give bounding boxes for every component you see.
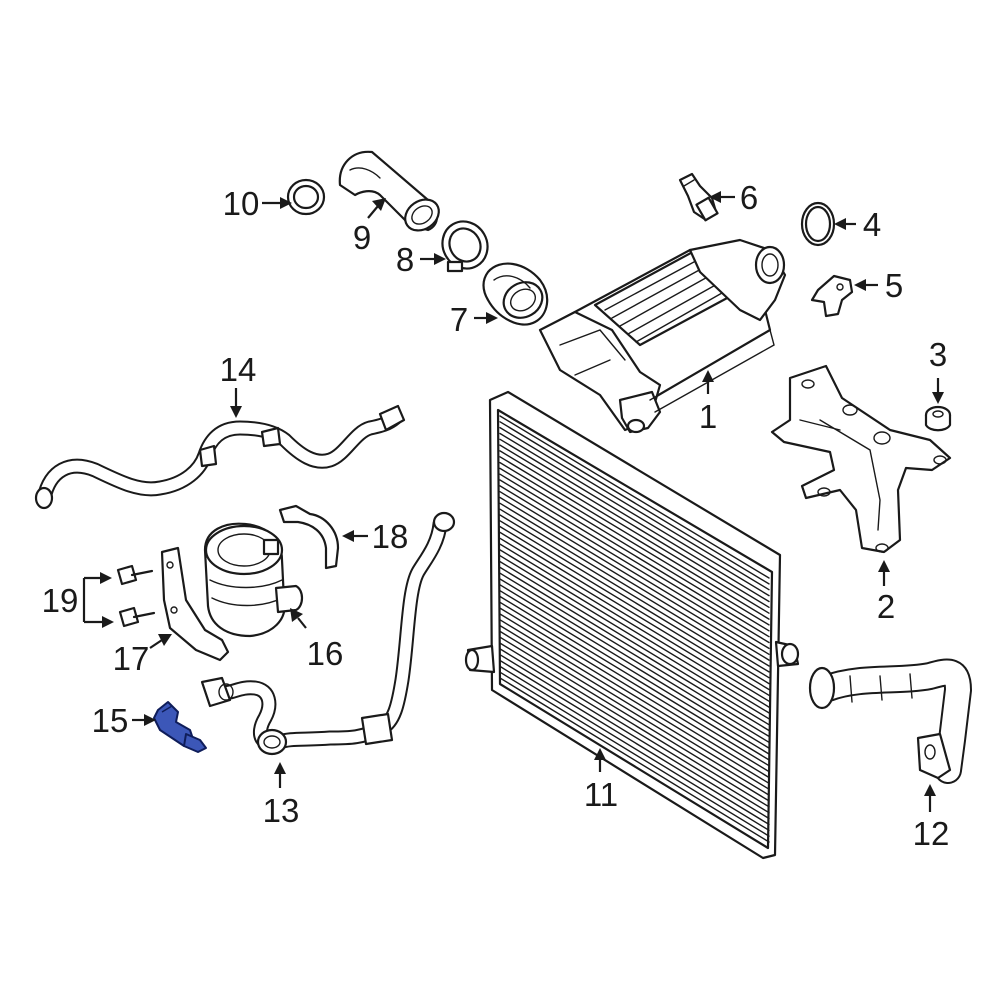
radiator-fin xyxy=(499,630,770,796)
radiator-fin xyxy=(499,525,770,691)
radiator-fin xyxy=(499,665,770,831)
radiator-fin xyxy=(499,566,770,732)
radiator-fin xyxy=(499,648,770,814)
part-16-water-pump[interactable] xyxy=(203,522,304,638)
callout-16: 16 xyxy=(307,635,344,672)
radiator-fin xyxy=(499,624,770,790)
radiator-fin xyxy=(499,514,770,679)
radiator-fin xyxy=(499,508,770,673)
radiator-fin xyxy=(499,502,770,667)
radiator-fin xyxy=(499,531,770,696)
part-4-o-ring[interactable] xyxy=(800,201,836,247)
part-5-sensor-bracket[interactable] xyxy=(810,274,854,318)
radiator-fin xyxy=(499,496,770,661)
radiator-fin xyxy=(499,555,770,720)
callout-2: 2 xyxy=(877,588,895,625)
callout-14: 14 xyxy=(220,351,257,388)
radiator-fin xyxy=(499,613,770,779)
part-9-intake-pipe[interactable] xyxy=(338,150,445,237)
radiator-fin xyxy=(499,450,770,614)
radiator-fin xyxy=(499,520,770,685)
callout-3: 3 xyxy=(929,336,947,373)
part-6-sensor[interactable] xyxy=(678,172,719,222)
radiator-fin xyxy=(499,636,770,802)
callout-13: 13 xyxy=(263,792,300,829)
callout-9: 9 xyxy=(353,219,371,256)
callout-11: 11 xyxy=(584,776,618,813)
part-1-intercooler[interactable] xyxy=(538,238,787,434)
radiator-fin xyxy=(499,491,770,655)
callout-5: 5 xyxy=(885,267,903,304)
callout-labels: 1 2 3 4 5 6 7 8 9 10 11 12 13 14 15 16 1… xyxy=(42,179,950,852)
radiator-fin xyxy=(499,578,770,743)
radiator-fin xyxy=(499,415,770,579)
part-13-coolant-hose[interactable] xyxy=(200,511,456,756)
radiator-fin xyxy=(499,438,770,603)
radiator-fin xyxy=(499,549,770,714)
radiator-fin xyxy=(499,659,770,826)
part-14-coolant-hose[interactable] xyxy=(34,404,406,510)
callout-19: 19 xyxy=(42,582,79,619)
radiator-fin xyxy=(499,461,770,626)
radiator-fin xyxy=(499,601,770,767)
radiator-fin xyxy=(499,467,770,632)
part-17-pump-bracket[interactable] xyxy=(160,546,230,662)
part-11-radiator[interactable] xyxy=(464,390,800,860)
part-10-seal-ring[interactable] xyxy=(286,178,326,216)
radiator-fin xyxy=(499,432,770,597)
callout-15: 15 xyxy=(92,702,129,739)
callout-7: 7 xyxy=(450,301,468,338)
callout-6: 6 xyxy=(740,179,758,216)
radiator-fin xyxy=(499,456,770,620)
callout-18: 18 xyxy=(372,518,409,555)
radiator-fin xyxy=(499,485,770,650)
radiator-fin xyxy=(499,479,770,644)
radiator-fin xyxy=(499,607,770,773)
radiator-fin xyxy=(499,473,770,638)
part-12-radiator-hose[interactable] xyxy=(808,658,972,784)
radiator-fin xyxy=(499,671,770,837)
callout-8: 8 xyxy=(396,241,414,278)
part-2-mounting-bracket[interactable] xyxy=(770,364,952,554)
callout-12: 12 xyxy=(913,815,950,852)
radiator-fin xyxy=(499,584,770,749)
callout-10: 10 xyxy=(223,185,260,222)
part-15-temperature-sensor[interactable] xyxy=(153,701,207,753)
part-3-grommet[interactable] xyxy=(924,405,952,432)
radiator-fin xyxy=(499,537,770,702)
callout-4: 4 xyxy=(863,206,881,243)
part-8-clamp[interactable] xyxy=(434,213,496,277)
callout-17: 17 xyxy=(113,640,150,677)
radiator-fin xyxy=(499,572,770,738)
part-7-coupling-sleeve[interactable] xyxy=(482,262,549,326)
radiator-fin xyxy=(499,560,770,726)
radiator-fin xyxy=(499,543,770,708)
part-19-bolts[interactable] xyxy=(116,564,156,628)
radiator-fin xyxy=(499,444,770,608)
callout-1: 1 xyxy=(699,398,717,435)
radiator-fin xyxy=(499,590,770,755)
part-18-hose-clip[interactable] xyxy=(278,504,340,570)
radiator-fin xyxy=(499,595,770,761)
radiator-fin xyxy=(499,677,770,843)
radiator-fin xyxy=(499,654,770,820)
radiator-fin xyxy=(499,421,770,585)
radiator-fin xyxy=(499,426,770,591)
callout-leaders xyxy=(82,191,944,812)
radiator-fin xyxy=(499,619,770,784)
radiator-fin xyxy=(499,642,770,808)
